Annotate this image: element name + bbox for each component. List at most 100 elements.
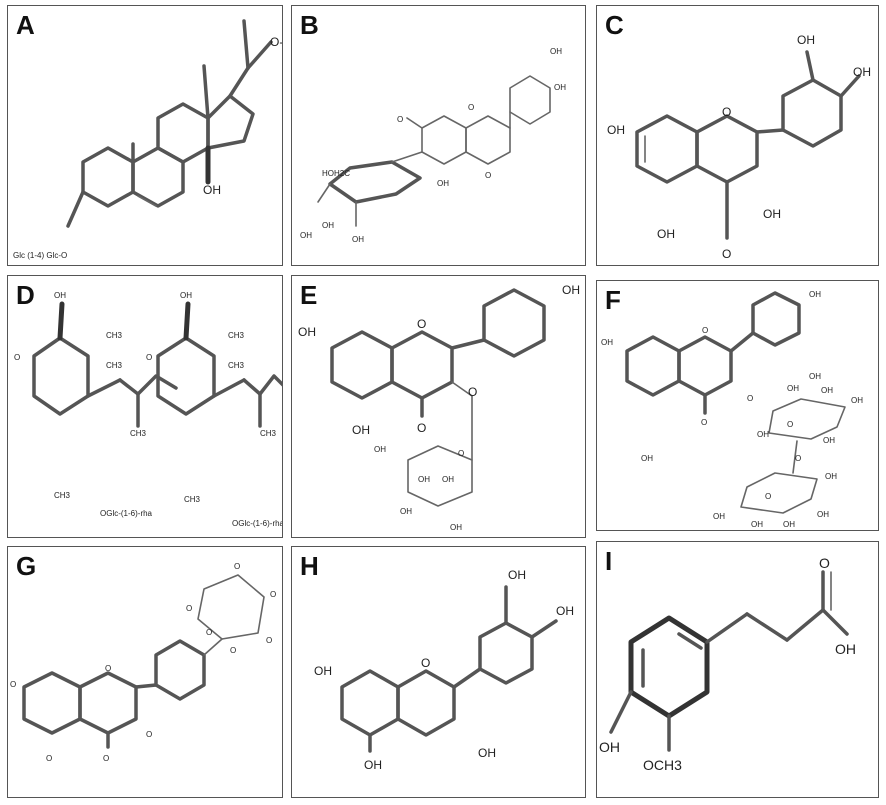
- atom-label: O: [747, 394, 753, 403]
- atom-label: OH: [400, 507, 412, 516]
- atom-label: O: [270, 590, 276, 599]
- atom-label: OH: [562, 283, 580, 297]
- atom-label: OH: [601, 338, 613, 347]
- structure-f: OH OH OH OH O O O OH OH OH OH OH OH OH O…: [601, 290, 863, 529]
- atom-label: OH: [374, 445, 386, 454]
- atom-label: OGlc-(1-6)-rha: [232, 519, 283, 528]
- structure-a: OH O-Glc Glc (1-4) Glc-O: [13, 19, 283, 260]
- atom-label: OH: [418, 475, 430, 484]
- atom-label: OH: [478, 746, 496, 760]
- atom-label: O: [702, 326, 708, 335]
- panel-label: D: [16, 280, 35, 310]
- atom-label: O: [795, 454, 801, 463]
- atom-label: CH3: [54, 491, 71, 500]
- panel-label: H: [300, 551, 319, 581]
- atom-label: CH3: [184, 495, 201, 504]
- atom-label: OH: [599, 739, 620, 755]
- panel-f: F OH OH OH OH O O O OH OH OH OH OH OH OH…: [596, 280, 879, 531]
- atom-label: OH: [180, 291, 192, 300]
- atom-label: O: [146, 353, 152, 362]
- atom-label: O: [397, 115, 403, 124]
- atom-label: OH: [550, 47, 562, 56]
- atom-label: O: [787, 420, 793, 429]
- atom-label: O: [819, 555, 830, 571]
- atom-label: CH3: [130, 429, 147, 438]
- atom-label: O: [46, 754, 52, 763]
- atom-label: O: [701, 418, 707, 427]
- atom-label: O: [105, 664, 111, 673]
- atom-label: Glc (1-4) Glc-O: [13, 251, 67, 260]
- panel-a: A OH O-Glc Glc (1-4) Glc-O: [7, 5, 283, 266]
- atom-label: OH: [314, 664, 332, 678]
- panel-h: H OH OH OH OH OH O: [291, 546, 586, 798]
- atom-label: OH: [352, 423, 370, 437]
- atom-label: OH: [203, 183, 221, 197]
- panel-i: I O OH OH OCH3: [596, 541, 879, 798]
- structure-c: OH OH OH OH OH O O: [607, 33, 871, 261]
- panel-label: C: [605, 10, 624, 40]
- atom-label: O: [421, 656, 430, 670]
- atom-label: OH: [450, 523, 462, 532]
- atom-label: CH3: [228, 331, 245, 340]
- atom-label: OH: [835, 641, 856, 657]
- atom-label: O: [234, 562, 240, 571]
- atom-label: OH: [817, 510, 829, 519]
- atom-label: O: [103, 754, 109, 763]
- atom-label: O: [722, 105, 731, 119]
- panel-e: E OH OH OH O O O OH OH OH OH OH O: [291, 275, 586, 538]
- panel-label: A: [16, 10, 35, 40]
- panel-g: G O O O O O O O O O O O: [7, 546, 283, 798]
- atom-label: OH: [797, 33, 815, 47]
- atom-label: O: [146, 730, 152, 739]
- atom-label: OH: [787, 384, 799, 393]
- atom-label: OH: [54, 291, 66, 300]
- atom-label: CH3: [260, 429, 277, 438]
- atom-label: O: [186, 604, 192, 613]
- structure-g: O O O O O O O O O O O: [10, 562, 276, 763]
- atom-label: O: [722, 247, 731, 261]
- panel-c: C OH OH OH OH OH O O: [596, 5, 879, 266]
- atom-label: OH: [352, 235, 364, 244]
- structure-b: O O OH O OH OH HOH2C OH OH OH: [300, 47, 566, 244]
- atom-label: O: [485, 171, 491, 180]
- atom-label: O: [468, 103, 474, 112]
- atom-label: O: [765, 492, 771, 501]
- atom-label: O: [230, 646, 236, 655]
- atom-label: OH: [751, 520, 763, 529]
- panel-b: B O O OH O OH OH HOH2C OH OH OH: [291, 5, 586, 266]
- atom-label: O: [266, 636, 272, 645]
- atom-label: HOH2C: [322, 169, 350, 178]
- panel-label: E: [300, 280, 318, 310]
- atom-label: OGlc-(1-6)-rha: [100, 509, 153, 518]
- atom-label: OH: [783, 520, 795, 529]
- atom-label: OH: [657, 227, 675, 241]
- atom-label: OH: [809, 372, 821, 381]
- atom-label: O: [10, 680, 16, 689]
- atom-label: CH3: [106, 361, 123, 370]
- panel-label: I: [605, 546, 613, 576]
- atom-label: OH: [298, 325, 316, 339]
- atom-label: OH: [556, 604, 574, 618]
- panel-label: F: [605, 285, 621, 315]
- atom-label: O: [206, 628, 212, 637]
- atom-label: OH: [823, 436, 835, 445]
- panel-d: D OH OH CH3 CH3 CH3 CH3 CH3 CH3 CH3 CH3 …: [7, 275, 283, 538]
- atom-label: CH3: [228, 361, 245, 370]
- atom-label: OCH3: [643, 757, 682, 773]
- atom-label: O: [14, 353, 20, 362]
- structure-e: OH OH OH O O O OH OH OH OH OH O: [298, 283, 580, 532]
- atom-label: OH: [300, 231, 312, 240]
- atom-label: OH: [508, 568, 526, 582]
- structure-h: OH OH OH OH OH O: [314, 568, 574, 772]
- atom-label: O: [417, 421, 426, 435]
- atom-label: O: [458, 449, 464, 458]
- structure-d: OH OH CH3 CH3 CH3 CH3 CH3 CH3 CH3 CH3 O …: [14, 291, 283, 528]
- atom-label: OH: [554, 83, 566, 92]
- structure-i: O OH OH OCH3: [599, 555, 856, 773]
- panel-label: B: [300, 10, 319, 40]
- atom-label: O-Glc: [270, 35, 283, 49]
- atom-label: OH: [809, 290, 821, 299]
- atom-label: OH: [763, 207, 781, 221]
- atom-label: OH: [757, 430, 769, 439]
- atom-label: O: [468, 385, 477, 399]
